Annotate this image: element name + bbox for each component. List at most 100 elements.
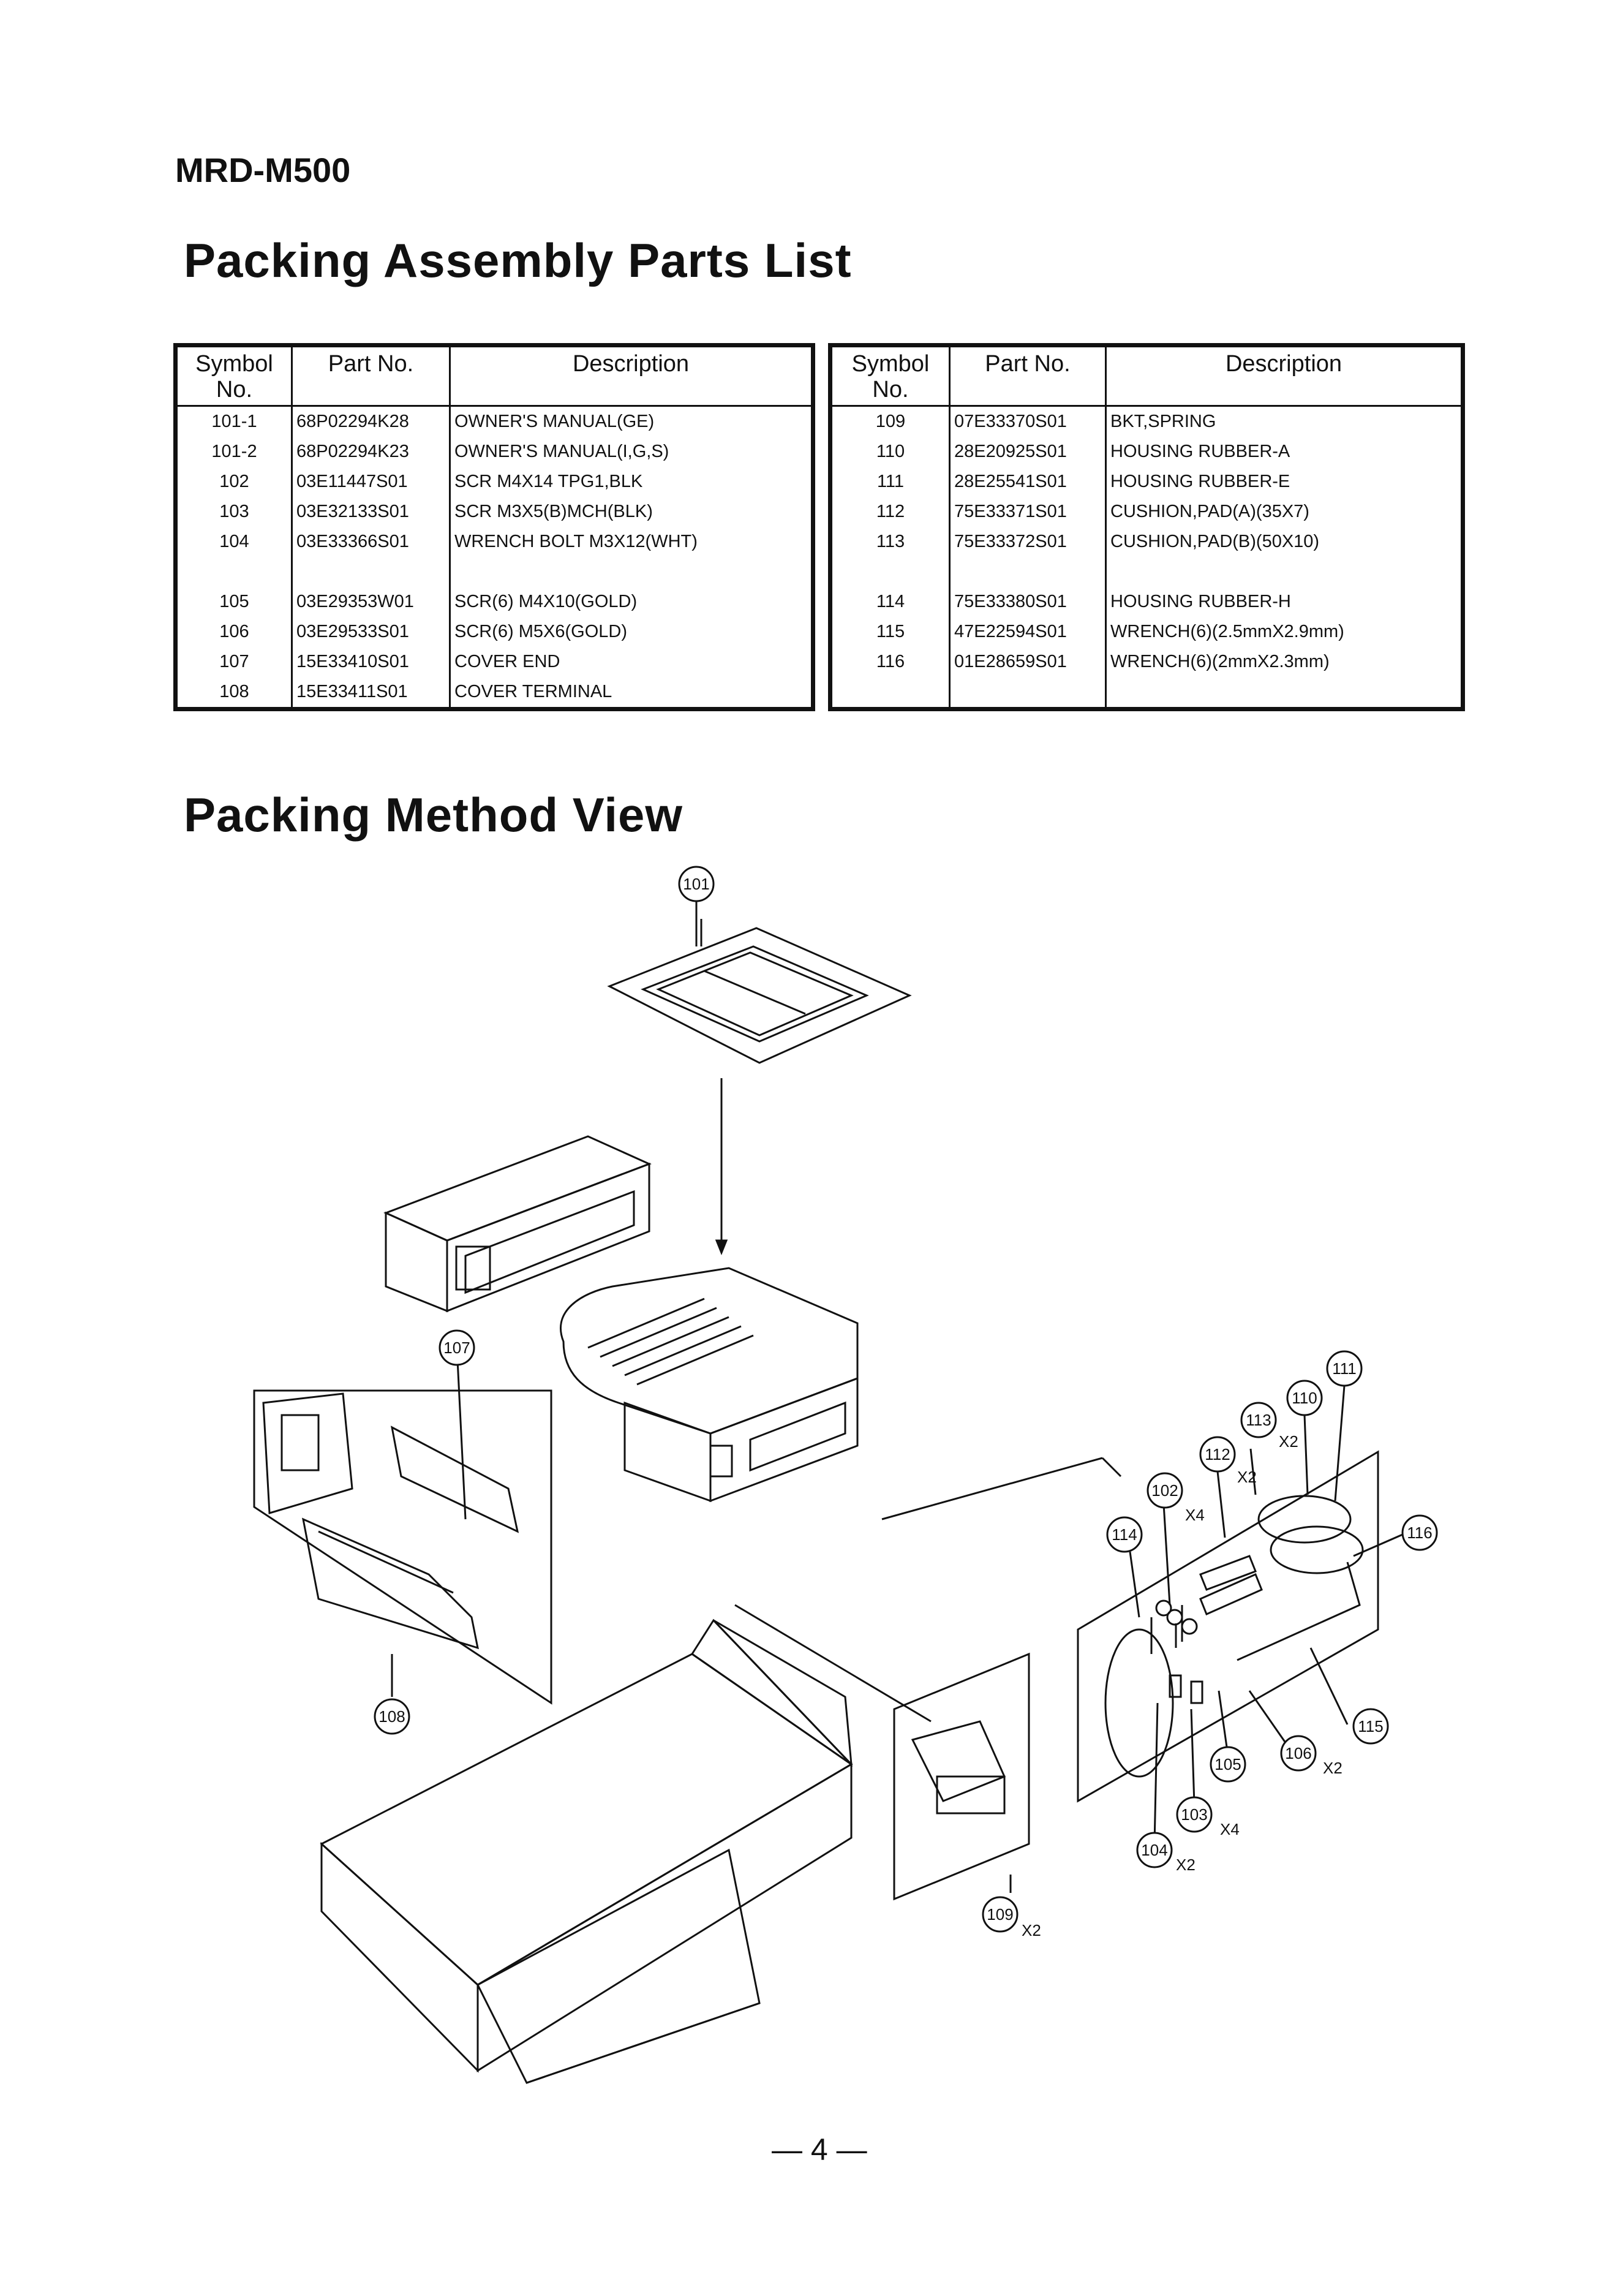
description-cell: OWNER'S MANUAL(I,G,S) (449, 437, 813, 467)
symbol-cell: 115 (876, 622, 905, 641)
page-number: — 4 — (772, 2132, 867, 2167)
callout-115: 115 (1358, 1717, 1383, 1735)
description-cell: SCR(6) M4X10(GOLD) (449, 587, 813, 617)
description-cell: SCR M3X5(B)MCH(BLK) (449, 497, 813, 527)
part-no-cell: 03E29353W01 (291, 587, 450, 617)
multiplier-103: X4 (1220, 1820, 1240, 1838)
symbol-cell: 108 (219, 682, 249, 701)
symbol-header: Symbol No. (830, 345, 950, 407)
description-cell: WRENCH BOLT M3X12(WHT) (449, 527, 813, 557)
part-no-cell: 75E33372S01 (949, 527, 1106, 557)
part-no-cell: 03E33366S01 (291, 527, 450, 557)
symbol-cell: 103 (219, 502, 249, 521)
callout-116: 116 (1407, 1524, 1432, 1542)
symbol-cell: 112 (876, 502, 905, 521)
callout-114: 114 (1112, 1525, 1137, 1544)
part-no-cell: 07E33370S01 (949, 406, 1106, 437)
description-cell: COVER END (449, 647, 813, 677)
callout-111-circle (1326, 1350, 1363, 1387)
callout-101-circle (678, 866, 715, 902)
part-no-cell: 75E33371S01 (949, 497, 1106, 527)
description-cell: COVER TERMINAL (449, 677, 813, 709)
symbol-cell: 110 (876, 442, 905, 461)
part-no-cell: 03E32133S01 (291, 497, 450, 527)
symbol-cell: 106 (219, 622, 249, 641)
multiplier-106: X2 (1323, 1759, 1342, 1777)
symbol-cell: 109 (875, 412, 906, 431)
callout-114-circle (1106, 1516, 1143, 1553)
description-cell (1105, 677, 1463, 709)
callout-104: 104 (1141, 1841, 1167, 1859)
callout-107: 107 (443, 1339, 470, 1357)
description-cell (1105, 557, 1463, 587)
part-no-cell: 03E11447S01 (291, 467, 450, 497)
parts-list-title: Packing Assembly Parts List (184, 233, 852, 287)
symbol-cell: 116 (876, 652, 905, 671)
accessories-panel-drawing (881, 1450, 1379, 1803)
callout-106: 106 (1285, 1744, 1311, 1762)
callout-103: 103 (1181, 1805, 1207, 1824)
callout-108-circle (374, 1698, 410, 1735)
part-no-cell: 01E28659S01 (949, 647, 1106, 677)
description-cell: HOUSING RUBBER-E (1105, 467, 1463, 497)
callout-111: 111 (1332, 1359, 1357, 1378)
mounting-sleeve-drawing (383, 1135, 652, 1313)
multiplier-109: X2 (1022, 1921, 1041, 1939)
part-no-cell (949, 557, 1106, 587)
symbol-cell: 105 (219, 592, 249, 611)
description-cell: SCR(6) M5X6(GOLD) (449, 617, 813, 647)
callout-102-circle (1147, 1472, 1183, 1509)
part-no-cell: 75E33380S01 (949, 587, 1106, 617)
symbol-cell: 114 (876, 592, 905, 611)
callout-115-circle (1352, 1708, 1389, 1745)
table-row (830, 677, 1463, 709)
callout-105: 105 (1214, 1755, 1241, 1773)
part-no-cell: 68P02294K28 (291, 406, 450, 437)
callout-110-circle (1286, 1380, 1323, 1416)
description-cell: HOUSING RUBBER-H (1105, 587, 1463, 617)
part-no-cell: 28E25541S01 (949, 467, 1106, 497)
description-header: Description (449, 345, 813, 407)
callout-109-circle (982, 1896, 1019, 1933)
symbol-header: Symbol No. (175, 345, 292, 407)
method-view-title: Packing Method View (184, 788, 683, 842)
symbol-cell: 107 (219, 652, 249, 671)
radio-unit-drawing (559, 1267, 859, 1503)
part-no-cell: 28E20925S01 (949, 437, 1106, 467)
part-no-cell (291, 557, 450, 587)
symbol-cell: 104 (219, 532, 249, 551)
part-no-cell: 47E22594S01 (949, 617, 1106, 647)
multiplier-104: X2 (1176, 1856, 1196, 1874)
part-no-header: Part No. (949, 345, 1106, 407)
callout-103-circle (1176, 1796, 1213, 1833)
model-number: MRD-M500 (175, 151, 351, 189)
multiplier-102: X4 (1185, 1506, 1205, 1524)
description-cell: OWNER'S MANUAL(GE) (449, 406, 813, 437)
callout-113: 113 (1246, 1411, 1271, 1429)
table-row (176, 557, 813, 587)
bracket-panel-drawing (734, 1604, 1030, 1901)
callout-104-circle (1136, 1832, 1173, 1868)
carton-box-drawing (320, 1618, 853, 2084)
callout-112: 112 (1205, 1445, 1230, 1463)
table-row (830, 557, 1463, 587)
symbol-cell: 102 (219, 472, 249, 491)
symbol-cell: 101-2 (211, 442, 257, 461)
callout-101: 101 (683, 875, 709, 893)
multiplier-112: X2 (1237, 1468, 1257, 1486)
